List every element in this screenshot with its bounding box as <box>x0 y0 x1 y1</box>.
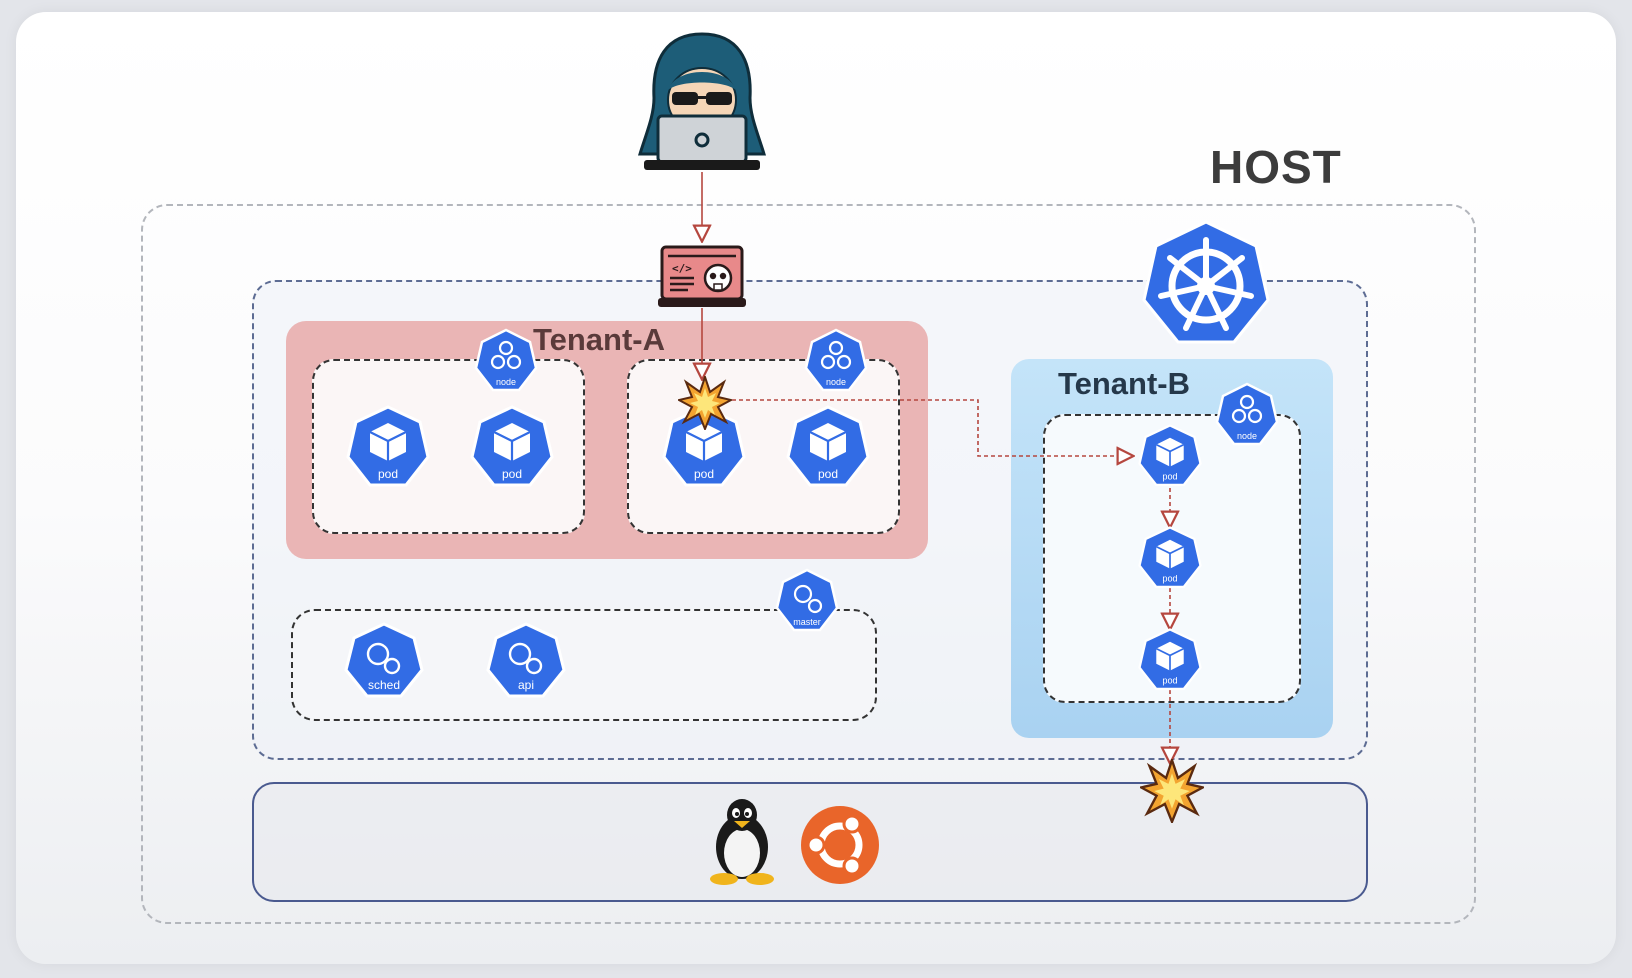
pod-icon: pod <box>346 405 430 487</box>
svg-text:</>: </> <box>672 262 692 275</box>
api-server-icon-label: api <box>518 678 534 692</box>
malicious-code-icon: </> <box>658 245 746 307</box>
master-icon: master <box>775 568 839 632</box>
pod-icon-label: pod <box>502 467 522 481</box>
pod-icon-label: pod <box>818 467 838 481</box>
scheduler-icon-label: sched <box>368 678 400 692</box>
explosion-icon <box>1140 759 1204 823</box>
node-icon: node <box>804 328 868 392</box>
linux-tux-icon <box>710 799 774 885</box>
pod-icon: pod <box>470 405 554 487</box>
kubernetes-logo-icon <box>1142 220 1270 344</box>
node-icon: node <box>474 328 538 392</box>
pod-icon: pod <box>1138 526 1202 589</box>
pod-icon-label: pod <box>1162 472 1177 482</box>
pod-icon-label: pod <box>694 467 714 481</box>
node-icon: node <box>1215 382 1279 446</box>
ubuntu-logo-icon <box>801 806 879 884</box>
host-label: HOST <box>1210 141 1342 193</box>
node-icon-label: node <box>496 377 516 387</box>
node-icon-label: node <box>1237 431 1257 441</box>
scheduler-icon: sched <box>344 622 424 698</box>
attack-arrow-lateral-to-tenant-b <box>718 399 1132 456</box>
explosion-icon <box>678 376 732 430</box>
pod-icon-label: pod <box>1162 676 1177 686</box>
pod-icon: pod <box>662 405 746 487</box>
pod-icon-label: pod <box>378 467 398 481</box>
master-icon-label: master <box>793 617 821 627</box>
pod-icon-label: pod <box>1162 574 1177 584</box>
api-server-icon: api <box>486 622 566 698</box>
pod-icon: pod <box>1138 628 1202 691</box>
pod-icon: pod <box>786 405 870 487</box>
pod-icon: pod <box>1138 424 1202 487</box>
hacker-icon <box>637 32 767 170</box>
host-boundary <box>141 204 1476 924</box>
node-icon-label: node <box>826 377 846 387</box>
tenant-b-label: Tenant-B <box>1058 366 1191 401</box>
tenant-a-label: Tenant-A <box>533 322 666 357</box>
